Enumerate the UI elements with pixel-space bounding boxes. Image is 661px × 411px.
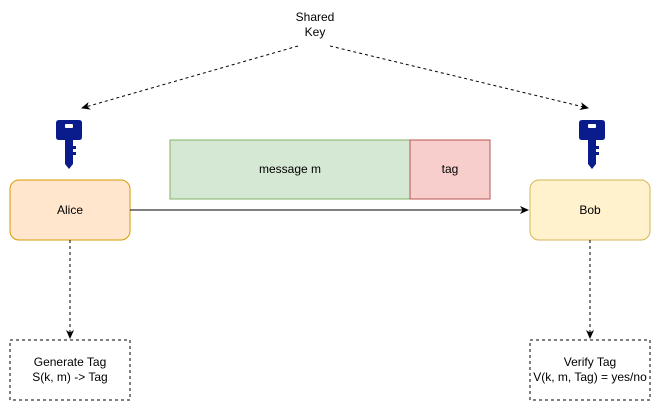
shared-key-label-line1: Shared <box>296 10 335 24</box>
alice-label: Alice <box>57 203 83 217</box>
verify-tag-formula: V(k, m, Tag) = yes/no <box>533 370 647 384</box>
bob-key-icon <box>579 120 605 169</box>
shared-key-arrow-right <box>329 45 589 111</box>
shared-key-label-line2: Key <box>305 25 326 39</box>
verify-tag-box <box>529 339 651 401</box>
bob-label: Bob <box>579 203 601 217</box>
shared-key-arrow-left <box>81 45 299 110</box>
verify-tag-title: Verify Tag <box>564 355 616 369</box>
alice-key-icon <box>56 120 82 169</box>
tag-label: tag <box>442 162 459 176</box>
generate-tag-box <box>9 339 131 401</box>
generate-tag-title: Generate Tag <box>34 355 107 369</box>
message-label: message m <box>259 162 321 176</box>
generate-tag-formula: S(k, m) -> Tag <box>32 370 107 384</box>
message-box <box>169 139 411 200</box>
tag-box <box>409 139 491 200</box>
